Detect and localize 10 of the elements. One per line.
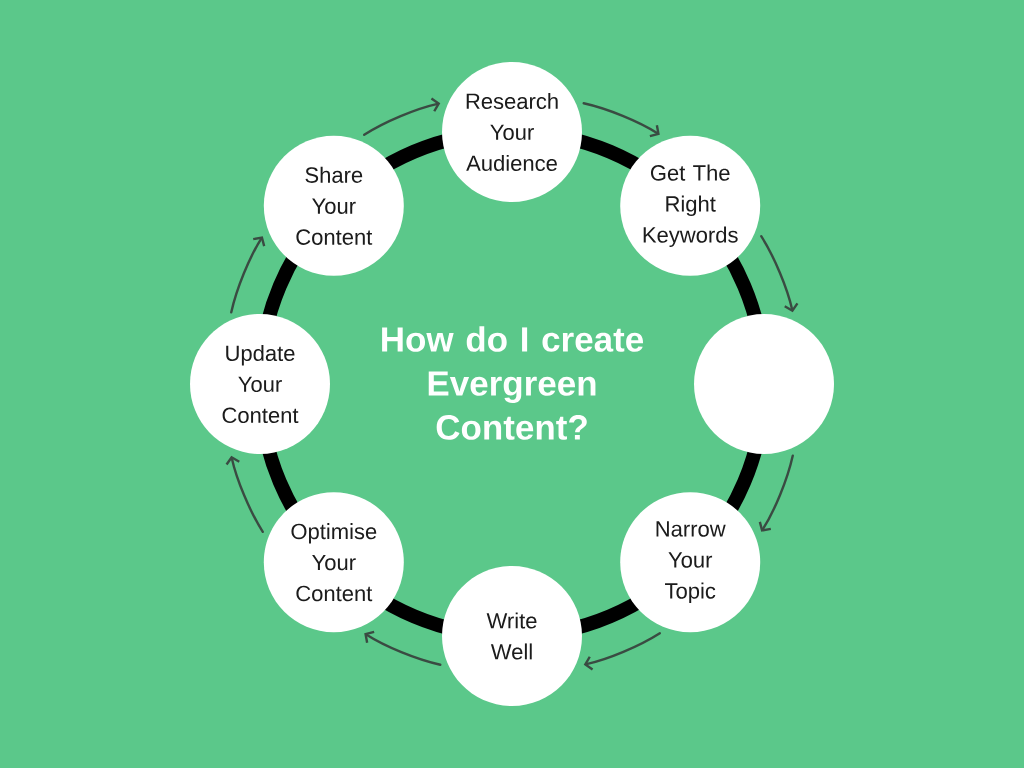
arrow xyxy=(760,235,799,313)
arrow xyxy=(230,236,266,314)
title: How do I create Evergreen Content? xyxy=(382,326,644,440)
arrow xyxy=(758,454,794,532)
arrow xyxy=(582,102,660,138)
arrow xyxy=(225,455,264,533)
arrow xyxy=(363,97,441,136)
arrow xyxy=(364,630,442,666)
step-circle xyxy=(694,314,834,454)
arrow xyxy=(583,632,662,671)
